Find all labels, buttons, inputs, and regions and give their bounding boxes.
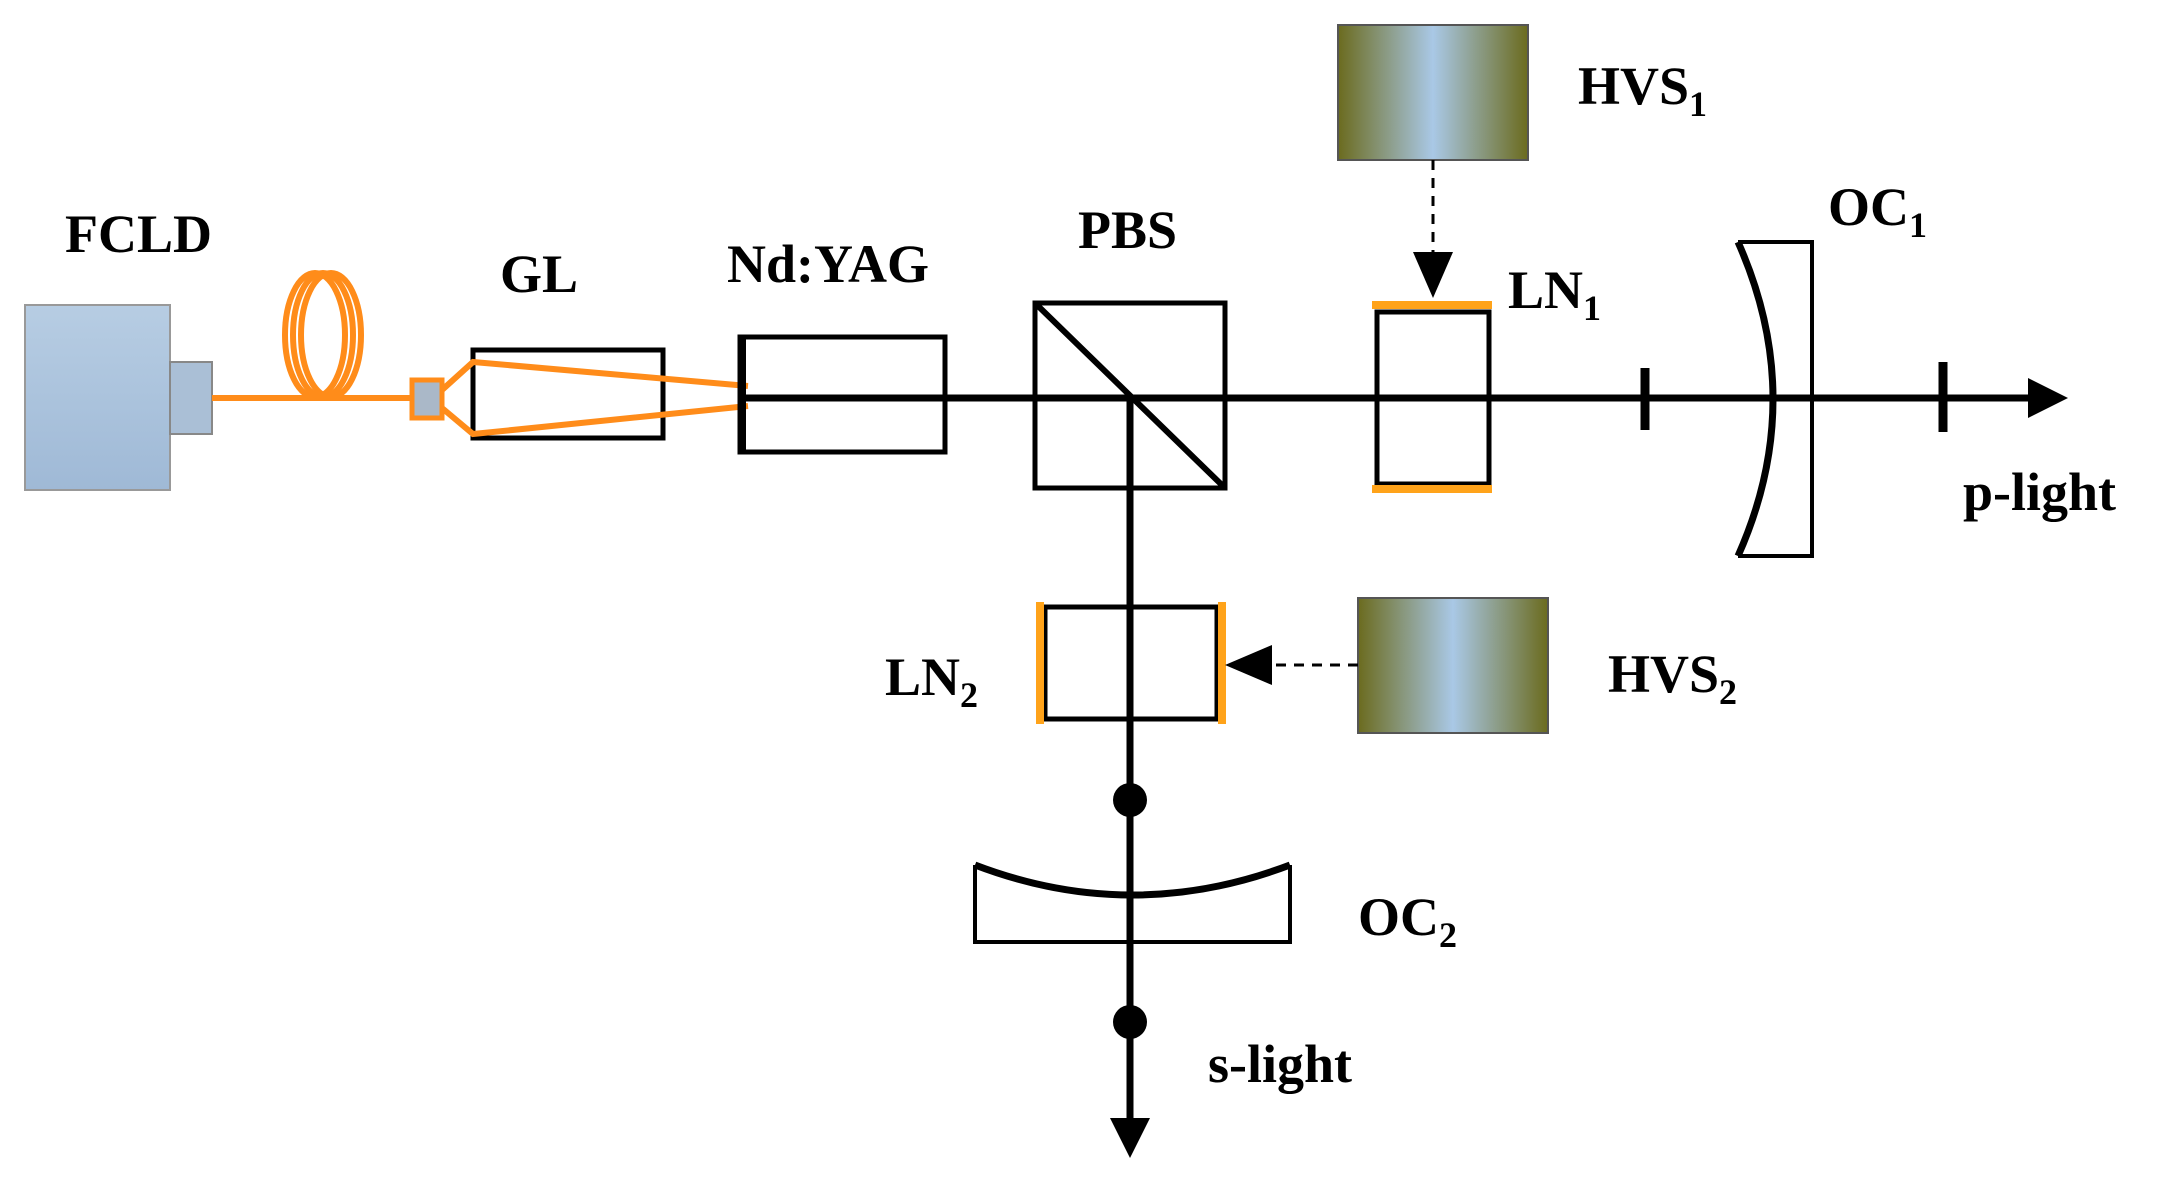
hvs2-label: HVS2 — [1608, 644, 1737, 712]
s-light-arrow — [1110, 1118, 1150, 1158]
pbs-label: PBS — [1078, 200, 1177, 260]
fcld-label: FCLD — [65, 204, 212, 264]
p-light-label: p-light — [1963, 462, 2116, 522]
hvs1-label: HVS1 — [1578, 56, 1707, 124]
oc2-label: OC2 — [1358, 887, 1457, 955]
ln2-crystal — [1036, 602, 1226, 724]
ln1-crystal — [1372, 301, 1492, 493]
oc2-output-coupler — [973, 861, 1292, 944]
hvs1-arrow — [1413, 252, 1453, 298]
oc1-output-coupler — [1734, 240, 1814, 558]
optical-fiber — [212, 270, 420, 401]
ln2-label: LN2 — [885, 647, 978, 715]
high-voltage-source-icon — [1357, 597, 1549, 734]
high-voltage-source-icon — [1337, 24, 1529, 161]
polarization-dot-icon — [1113, 1005, 1147, 1039]
oc1-label: OC1 — [1828, 177, 1927, 245]
p-light-arrow — [2028, 378, 2068, 418]
s-light-label: s-light — [1208, 1034, 1352, 1094]
gl-lens-assembly — [409, 347, 749, 441]
ln1-label: LN1 — [1508, 260, 1601, 328]
ndyag-label: Nd:YAG — [727, 234, 929, 294]
ndyag-crystal — [737, 334, 948, 455]
polarization-dot-icon — [1113, 783, 1147, 817]
fiber-coupled-laser-diode-icon — [24, 304, 213, 491]
gl-label: GL — [500, 244, 578, 304]
hvs2-arrow — [1225, 645, 1272, 685]
